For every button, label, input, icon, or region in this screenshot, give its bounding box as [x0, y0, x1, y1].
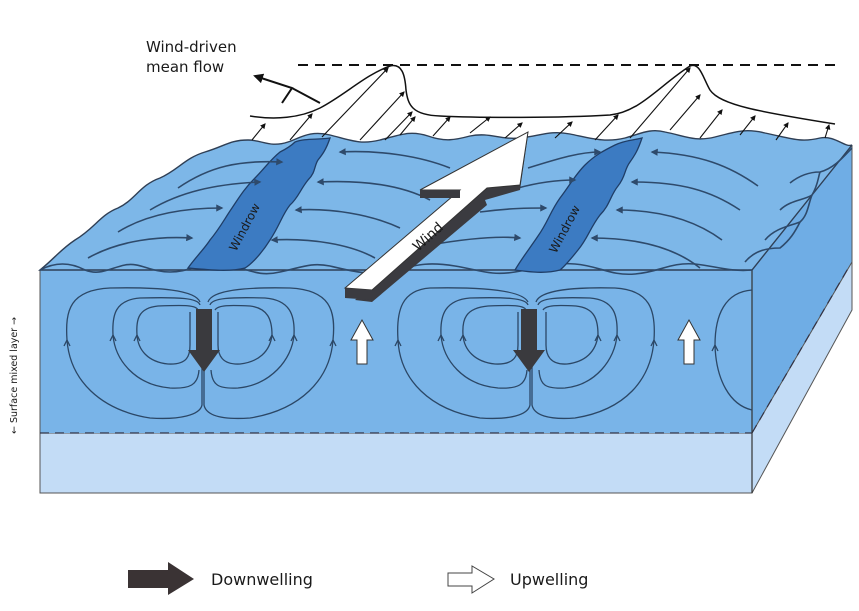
surface-flow-arrow	[270, 236, 376, 259]
downwelling-legend-icon	[128, 562, 194, 595]
langmuir-cells-left	[63, 287, 337, 420]
upwelling-legend-icon	[447, 565, 495, 594]
upwelling-arrow-left	[350, 318, 374, 365]
windrow-right	[513, 137, 644, 273]
surface-flow-arrow	[517, 176, 577, 189]
legend-upwelling-label: Upwelling	[510, 570, 588, 589]
windrow-left	[186, 137, 331, 271]
velocity-vectors	[251, 67, 831, 141]
downwelling-arrow-left	[188, 309, 220, 372]
surface-flow-arrow	[615, 206, 723, 241]
mean-flow-pointer	[253, 73, 321, 104]
downwelling-arrow-right	[513, 309, 545, 372]
surface-flow-arrow	[338, 148, 451, 169]
mixed-layer-label: ← Surface mixed layer →	[9, 317, 20, 434]
side-face-mixed	[752, 145, 852, 433]
upwelling-arrow-right	[677, 318, 701, 365]
surface-flow-arrow	[87, 234, 194, 259]
mean-flow-profile	[249, 64, 836, 125]
surface-flow-arrow	[650, 148, 759, 187]
legend-downwelling-label: Downwelling	[211, 570, 313, 589]
mean-flow-label-line2: mean flow	[146, 58, 224, 76]
surface-flow-arrow	[479, 204, 548, 213]
mixed-layer-front	[40, 270, 752, 433]
mean-flow-label-line1: Wind-driven	[146, 38, 237, 56]
surface-flow-arrow	[630, 178, 741, 211]
surface-flow-arrow	[149, 178, 262, 211]
langmuir-cells-right	[394, 287, 753, 420]
surface-flow-arrow	[177, 158, 284, 189]
ocean-surface	[38, 129, 853, 271]
legend: Downwelling Upwelling	[128, 562, 588, 595]
surface-flow-arrow	[527, 148, 602, 169]
deep-layer-front	[39, 432, 753, 494]
surface-flow-arrow	[294, 206, 401, 229]
surface-flow-arrow	[117, 204, 224, 233]
surface-flow-arrow	[590, 234, 701, 269]
